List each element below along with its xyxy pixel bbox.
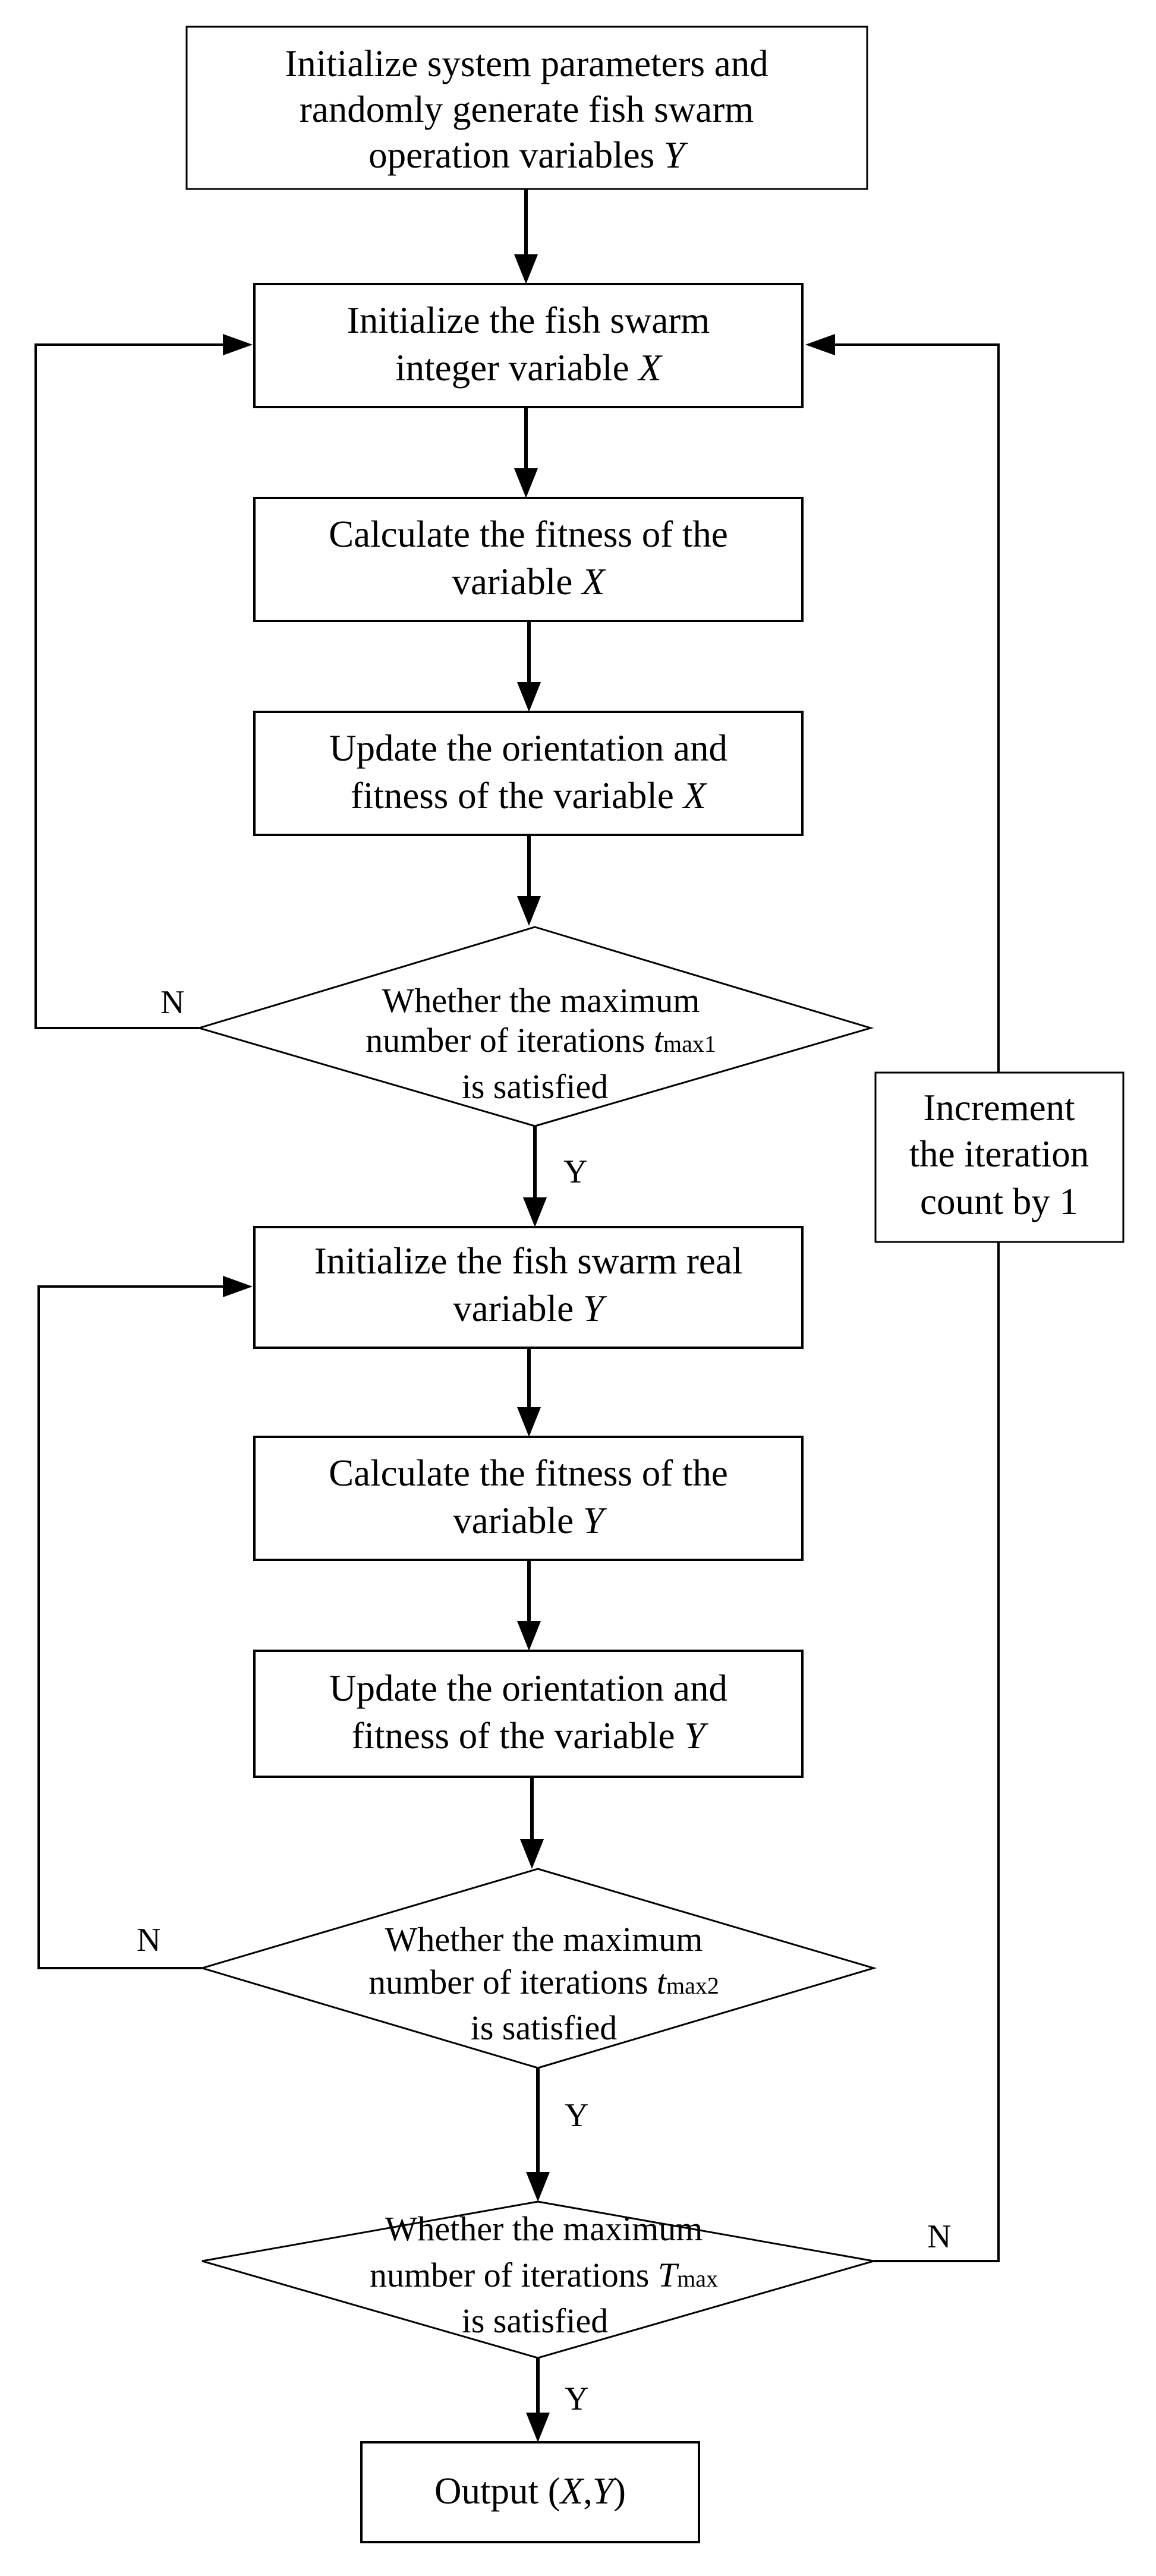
init-integer-box: Initialize the fish swarm integer variab… — [253, 283, 804, 408]
decision-tmax1-diamond: Whether the maximum number of iterations… — [196, 926, 874, 1127]
calc-fitness-x-line2: variable X — [452, 561, 606, 603]
connector-increment-loop — [835, 343, 1000, 1073]
connector-decision3-no — [874, 1242, 1000, 2262]
arrow-head — [514, 254, 538, 284]
label-no-decision3: N — [927, 2218, 951, 2255]
arrow-head — [517, 1407, 541, 1437]
decision-tmax2-line3: is satisfied — [471, 2009, 617, 2047]
arrow-head — [223, 1276, 253, 1297]
init-system-line3: operation variables Y — [368, 134, 688, 176]
arrow-head — [523, 1197, 547, 1227]
decision-Tmax-diamond: Whether the maximum number of iterations… — [201, 2200, 874, 2359]
decision-tmax2-line1: Whether the maximum — [385, 1920, 703, 1959]
arrow-head — [805, 334, 835, 355]
arrow-head — [223, 334, 253, 355]
increment-line2: the iteration — [909, 1133, 1089, 1175]
connector-decision2-no-loop — [37, 1285, 223, 1969]
label-yes-decision2: Y — [565, 2097, 588, 2134]
label-yes-decision3: Y — [565, 2380, 588, 2417]
arrow-head — [517, 1621, 541, 1651]
init-real-line1: Initialize the fish swarm real — [314, 1240, 743, 1282]
decision-Tmax-line2: number of iterations Tmax — [370, 2256, 718, 2294]
decision-tmax1-line1: Whether the maximum — [382, 981, 700, 1020]
update-x-line2: fitness of the variable X — [351, 775, 708, 816]
update-y-line2: fitness of the variable Y — [352, 1715, 709, 1757]
init-real-line2: variable Y — [453, 1288, 607, 1329]
arrow-head — [526, 2413, 550, 2442]
decision-Tmax-line3: is satisfied — [462, 2301, 608, 2340]
arrow-head — [514, 468, 538, 498]
update-x-box: Update the orientation and fitness of th… — [253, 711, 804, 836]
arrow-head — [526, 2172, 550, 2202]
calc-fitness-y-box: Calculate the fitness of the variable Y — [253, 1436, 804, 1561]
decision-tmax2-diamond: Whether the maximum number of iterations… — [199, 1868, 877, 2069]
calc-fitness-x-line1: Calculate the fitness of the — [329, 513, 728, 555]
output-box: Output (X,Y) — [360, 2441, 700, 2543]
connector-decision1-no-loop — [34, 343, 223, 1029]
label-yes-decision1: Y — [563, 1153, 587, 1190]
increment-line3: count by 1 — [920, 1181, 1078, 1222]
update-x-line1: Update the orientation and — [329, 727, 727, 769]
increment-line1: Increment — [923, 1087, 1075, 1128]
init-real-box: Initialize the fish swarm real variable … — [253, 1226, 804, 1349]
arrow-head — [520, 1839, 544, 1869]
init-integer-line2: integer variable X — [395, 347, 663, 389]
output-label: Output (X,Y) — [434, 2470, 626, 2512]
decision-Tmax-line1: Whether the maximum — [385, 2209, 703, 2248]
increment-box: Increment the iteration count by 1 — [874, 1071, 1124, 1243]
decision-tmax2-line2: number of iterations tmax2 — [368, 1963, 719, 2001]
init-system-line1: Initialize system parameters and — [285, 43, 768, 84]
update-y-box: Update the orientation and fitness of th… — [253, 1650, 804, 1778]
calc-fitness-y-line1: Calculate the fitness of the — [329, 1452, 728, 1494]
calc-fitness-x-box: Calculate the fitness of the variable X — [253, 497, 804, 622]
arrow-head — [517, 896, 541, 926]
decision-tmax1-line2: number of iterations tmax1 — [366, 1021, 716, 1060]
init-system-box: Initialize system parameters and randoml… — [185, 26, 868, 190]
decision-tmax1-line3: is satisfied — [462, 1067, 608, 1106]
init-integer-line1: Initialize the fish swarm — [347, 299, 710, 341]
label-no-decision2: N — [137, 1922, 160, 1959]
calc-fitness-y-line2: variable Y — [453, 1500, 607, 1541]
label-no-decision1: N — [160, 984, 184, 1021]
init-system-line2: randomly generate fish swarm — [300, 89, 754, 130]
arrow-head — [517, 682, 541, 712]
update-y-line1: Update the orientation and — [329, 1667, 727, 1709]
